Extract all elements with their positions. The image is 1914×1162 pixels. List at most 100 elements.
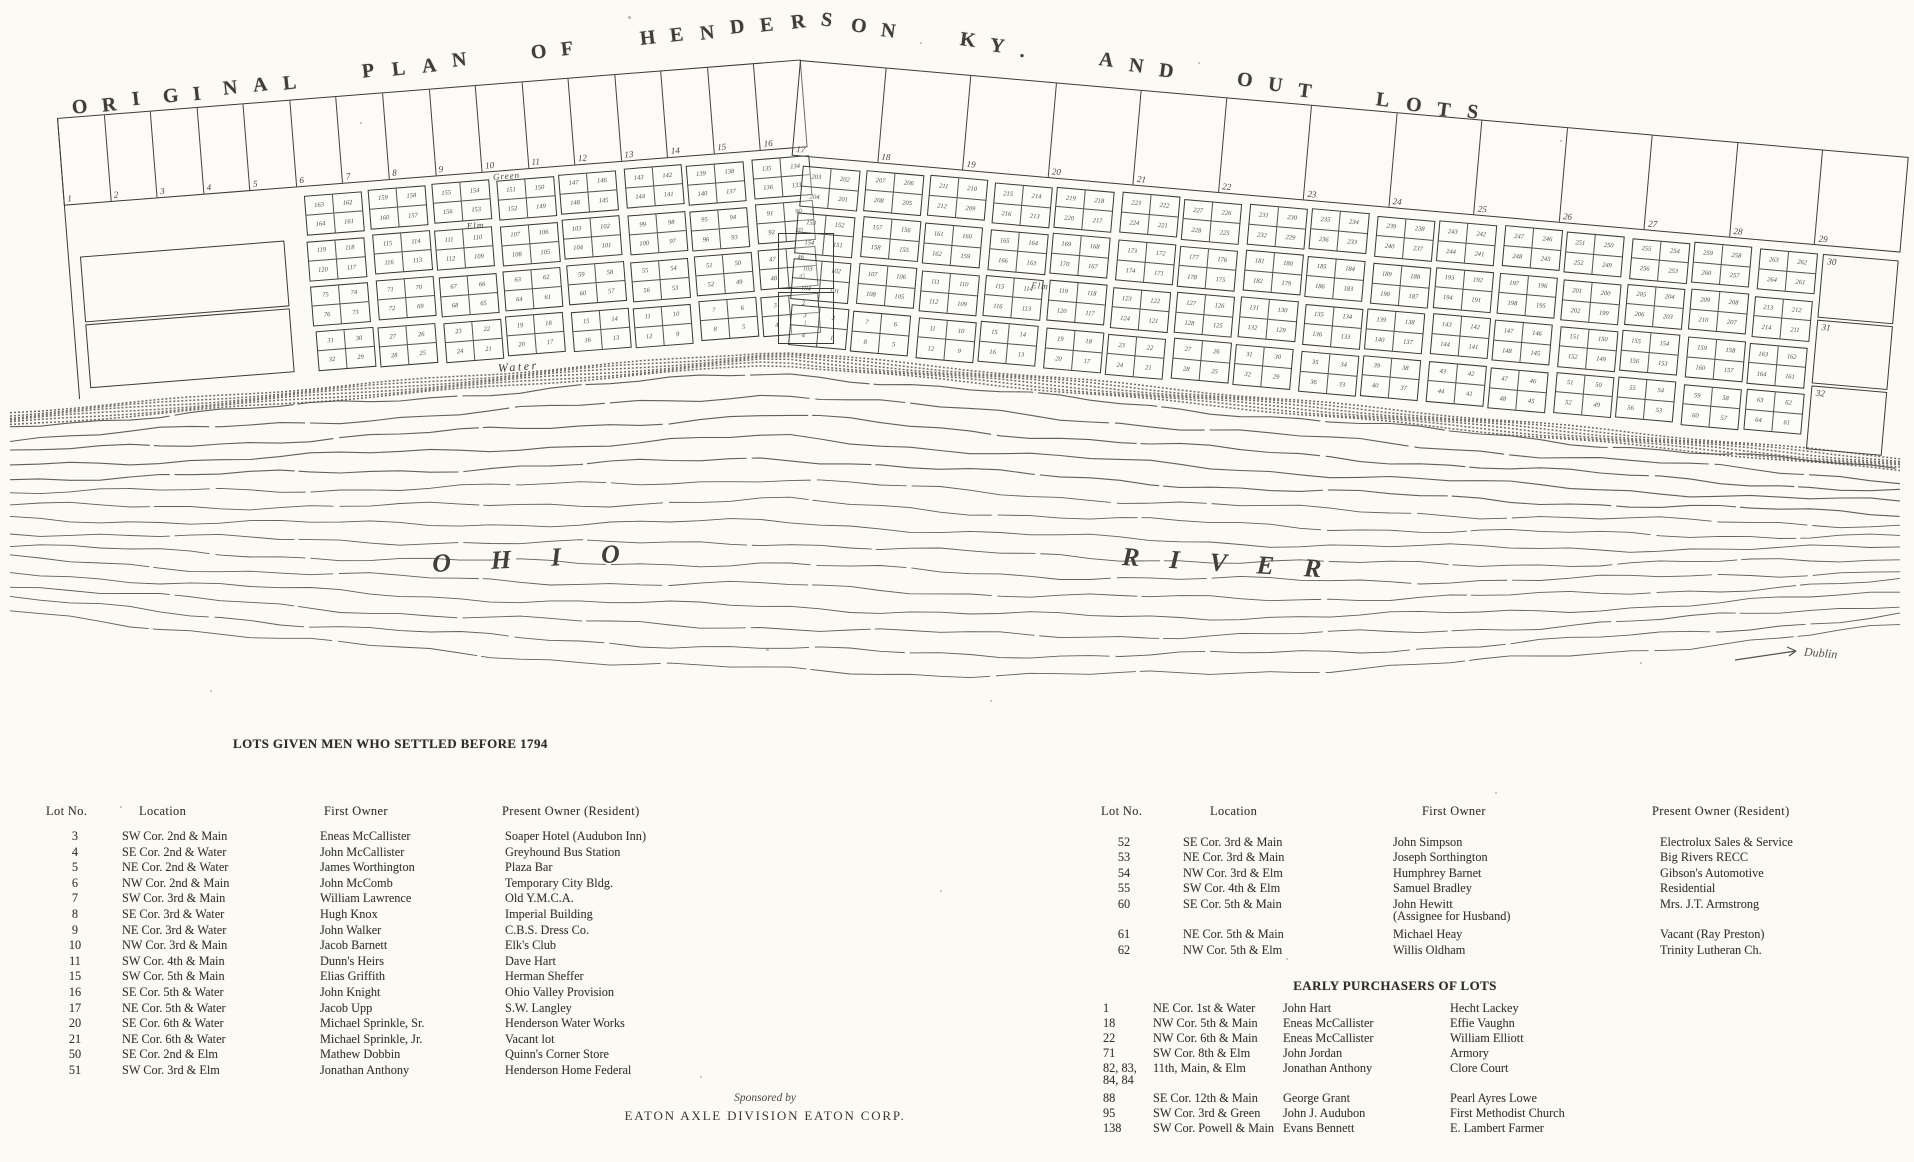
lot-number: 103 (562, 218, 592, 240)
present-owner-cell: Henderson Water Works (505, 1016, 625, 1031)
lot-number: 201 (837, 195, 849, 204)
lot-no-value: 61 (1117, 927, 1131, 942)
lot-number: 236 (1309, 228, 1340, 251)
lot-number: 136 (1302, 324, 1333, 347)
lot-no-value: 84, 84 (1103, 1073, 1134, 1087)
lot-no-value: 11 (69, 953, 81, 968)
out-lot-number: 32 (1815, 387, 1826, 399)
first-owner-value: Michael Sprinkle, Sr. (320, 1016, 425, 1031)
first-owner-cell: Michael Heay (1393, 928, 1628, 941)
lot-number: 261 (1795, 278, 1806, 287)
title-letter: N (1127, 53, 1145, 78)
purchasers-header-present: Present Owner (Resident) (1652, 804, 1790, 818)
location-cell: NW Cor. 3rd & Main (122, 938, 228, 953)
lot-number: 51 (1555, 372, 1586, 395)
lot-no-value: 21 (68, 1031, 82, 1046)
noise-speck (700, 1076, 702, 1078)
lot-number: 153 (471, 206, 482, 215)
lot-no-cell: 11 (40, 955, 110, 968)
present-owner-cell: Gibson's Automotive (1660, 865, 1764, 880)
lot-number: 160 (952, 226, 982, 249)
lot-number: 157 (1723, 366, 1734, 375)
lot-number: 161 (343, 218, 355, 226)
lot-number: 9 (675, 330, 680, 338)
lot-no-cell: 50 (40, 1048, 110, 1061)
out-lot: 7 (336, 93, 390, 183)
lot-number: 162 (922, 243, 953, 266)
lot-number: 18 (533, 313, 564, 335)
out-lot-number: 14 (670, 145, 681, 156)
first-owner-value: John McCallister (320, 844, 405, 859)
first-owner-cell: John Jordan (1283, 1047, 1448, 1059)
location-cell: NW Cor. 2nd & Main (122, 875, 230, 890)
title-letter: F (559, 37, 575, 61)
lot-number: 258 (1721, 245, 1752, 268)
lot-number: 222 (1149, 195, 1180, 218)
edge-out-lot: 31 (1811, 319, 1893, 391)
lot-number: 40 (1360, 375, 1391, 398)
noise-speck (1286, 958, 1288, 960)
lot-number: 221 (1157, 221, 1168, 230)
lot-number: 26 (1201, 341, 1232, 364)
lot-no-value: 15 (68, 969, 82, 984)
lot-number: 224 (1120, 212, 1150, 235)
lot-number: 140 (688, 183, 718, 205)
lot-number: 51 (695, 255, 725, 277)
lot-number: 30 (344, 327, 374, 350)
lot-number: 127 (1176, 292, 1207, 315)
lot-number: 106 (886, 266, 916, 289)
present-owner-cell: Residential (1660, 881, 1716, 896)
title-letter: A (420, 54, 438, 78)
first-owner-value: John Simpson (1393, 835, 1463, 849)
lot-number: 105 (894, 293, 905, 302)
first-owner-value: Samuel Bradley (1393, 881, 1472, 896)
out-lot-number: 10 (484, 159, 495, 171)
present-owner-cell: Vacant (Ray Preston) (1660, 927, 1765, 942)
title-letter: R (789, 10, 807, 34)
lot-number: 220 (1054, 207, 1085, 230)
present-owner-cell: Vacant lot (505, 1031, 555, 1046)
lot-number: 54 (658, 258, 689, 280)
lot-no-cell: 71 (1095, 1047, 1153, 1059)
lot-number: 163 (1026, 259, 1037, 267)
lot-no-cell: 16 (40, 986, 110, 999)
purchasers-header-lot: Lot No. (1101, 804, 1143, 818)
lot-number: 206 (1625, 304, 1655, 327)
sponsor-name: EATON AXLE DIVISION EATON CORP. (624, 1108, 906, 1123)
lot-number: 137 (725, 187, 737, 196)
lot-no-cell: 4 (40, 845, 110, 859)
lot-no-cell: 15 (40, 970, 110, 983)
lot-number: 55 (1618, 377, 1648, 400)
lot-number: 156 (1620, 350, 1650, 373)
lot-number: 200 (1590, 282, 1621, 305)
lot-number: 214 (1752, 316, 1782, 339)
lot-number: 190 (1370, 283, 1401, 306)
lot-number: 132 (1238, 316, 1268, 339)
lot-number: 255 (1632, 238, 1662, 261)
lot-number: 27 (1173, 338, 1204, 361)
lot-number: 114 (401, 231, 431, 253)
lot-number: 46 (1518, 370, 1548, 393)
lot-number: 17 (546, 338, 554, 347)
first-owner-cell: William Lawrence (320, 892, 500, 905)
lot-number: 50 (723, 253, 753, 275)
lot-number: 238 (1404, 219, 1435, 242)
lot-no-cell: 138 (1095, 1122, 1153, 1134)
lot-no-cell: 3 (40, 830, 110, 843)
first-owner-value: Jacob Upp (320, 1000, 373, 1015)
lot-number: 109 (473, 253, 485, 261)
first-owner-value: (Assignee for Husband) (1393, 909, 1511, 923)
lot-number: 239 (1376, 216, 1407, 239)
lot-number: 203 (1662, 313, 1674, 322)
lot-number: 24 (445, 340, 476, 362)
lot-number: 254 (1659, 241, 1690, 264)
